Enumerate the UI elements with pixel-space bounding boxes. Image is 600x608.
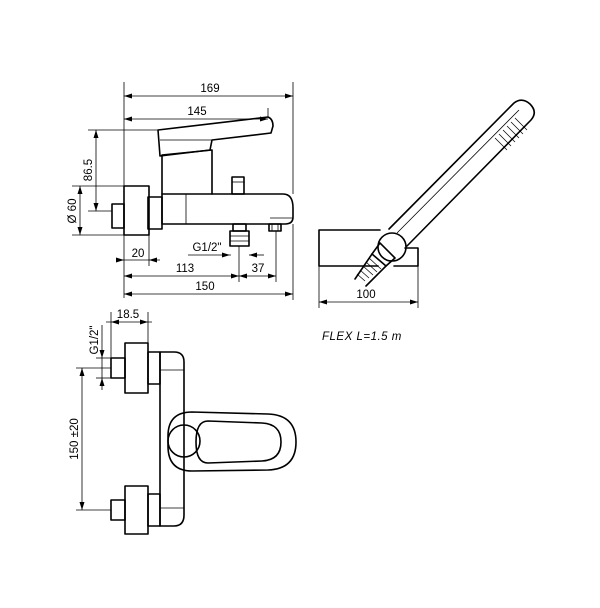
dim-169: 169 xyxy=(200,83,219,95)
dim-113: 113 xyxy=(176,263,194,275)
flex-hose-note: FLEX L=1.5 m xyxy=(322,331,402,343)
dim-diameter-60: Ø 60 xyxy=(67,199,79,224)
mixer-side-view xyxy=(111,116,294,247)
dim-g12-inlet: G1/2" xyxy=(89,325,101,354)
dim-100: 100 xyxy=(356,289,375,301)
front-view-dimensions: 18.5 G1/2" 150 ±20 xyxy=(69,309,152,511)
hose-thread xyxy=(354,253,387,287)
dim-86-5: 86.5 xyxy=(83,159,95,181)
side-view-dimensions: 169 145 86.5 Ø 60 20 G1/2" xyxy=(67,82,294,300)
hand-shower-view xyxy=(318,99,536,287)
dim-150-center-distance: 150 ±20 xyxy=(69,418,81,460)
dim-145: 145 xyxy=(187,106,206,118)
hand-shower-dimensions: 100 xyxy=(318,266,419,308)
dim-37: 37 xyxy=(252,263,265,275)
spray-nozzles xyxy=(494,117,528,151)
dim-18-5: 18.5 xyxy=(117,309,139,321)
mixer-front-view xyxy=(110,342,297,535)
dim-g12-shower-outlet: G1/2" xyxy=(192,242,221,254)
dim-20: 20 xyxy=(132,248,145,260)
dim-150-length: 150 xyxy=(195,281,214,293)
